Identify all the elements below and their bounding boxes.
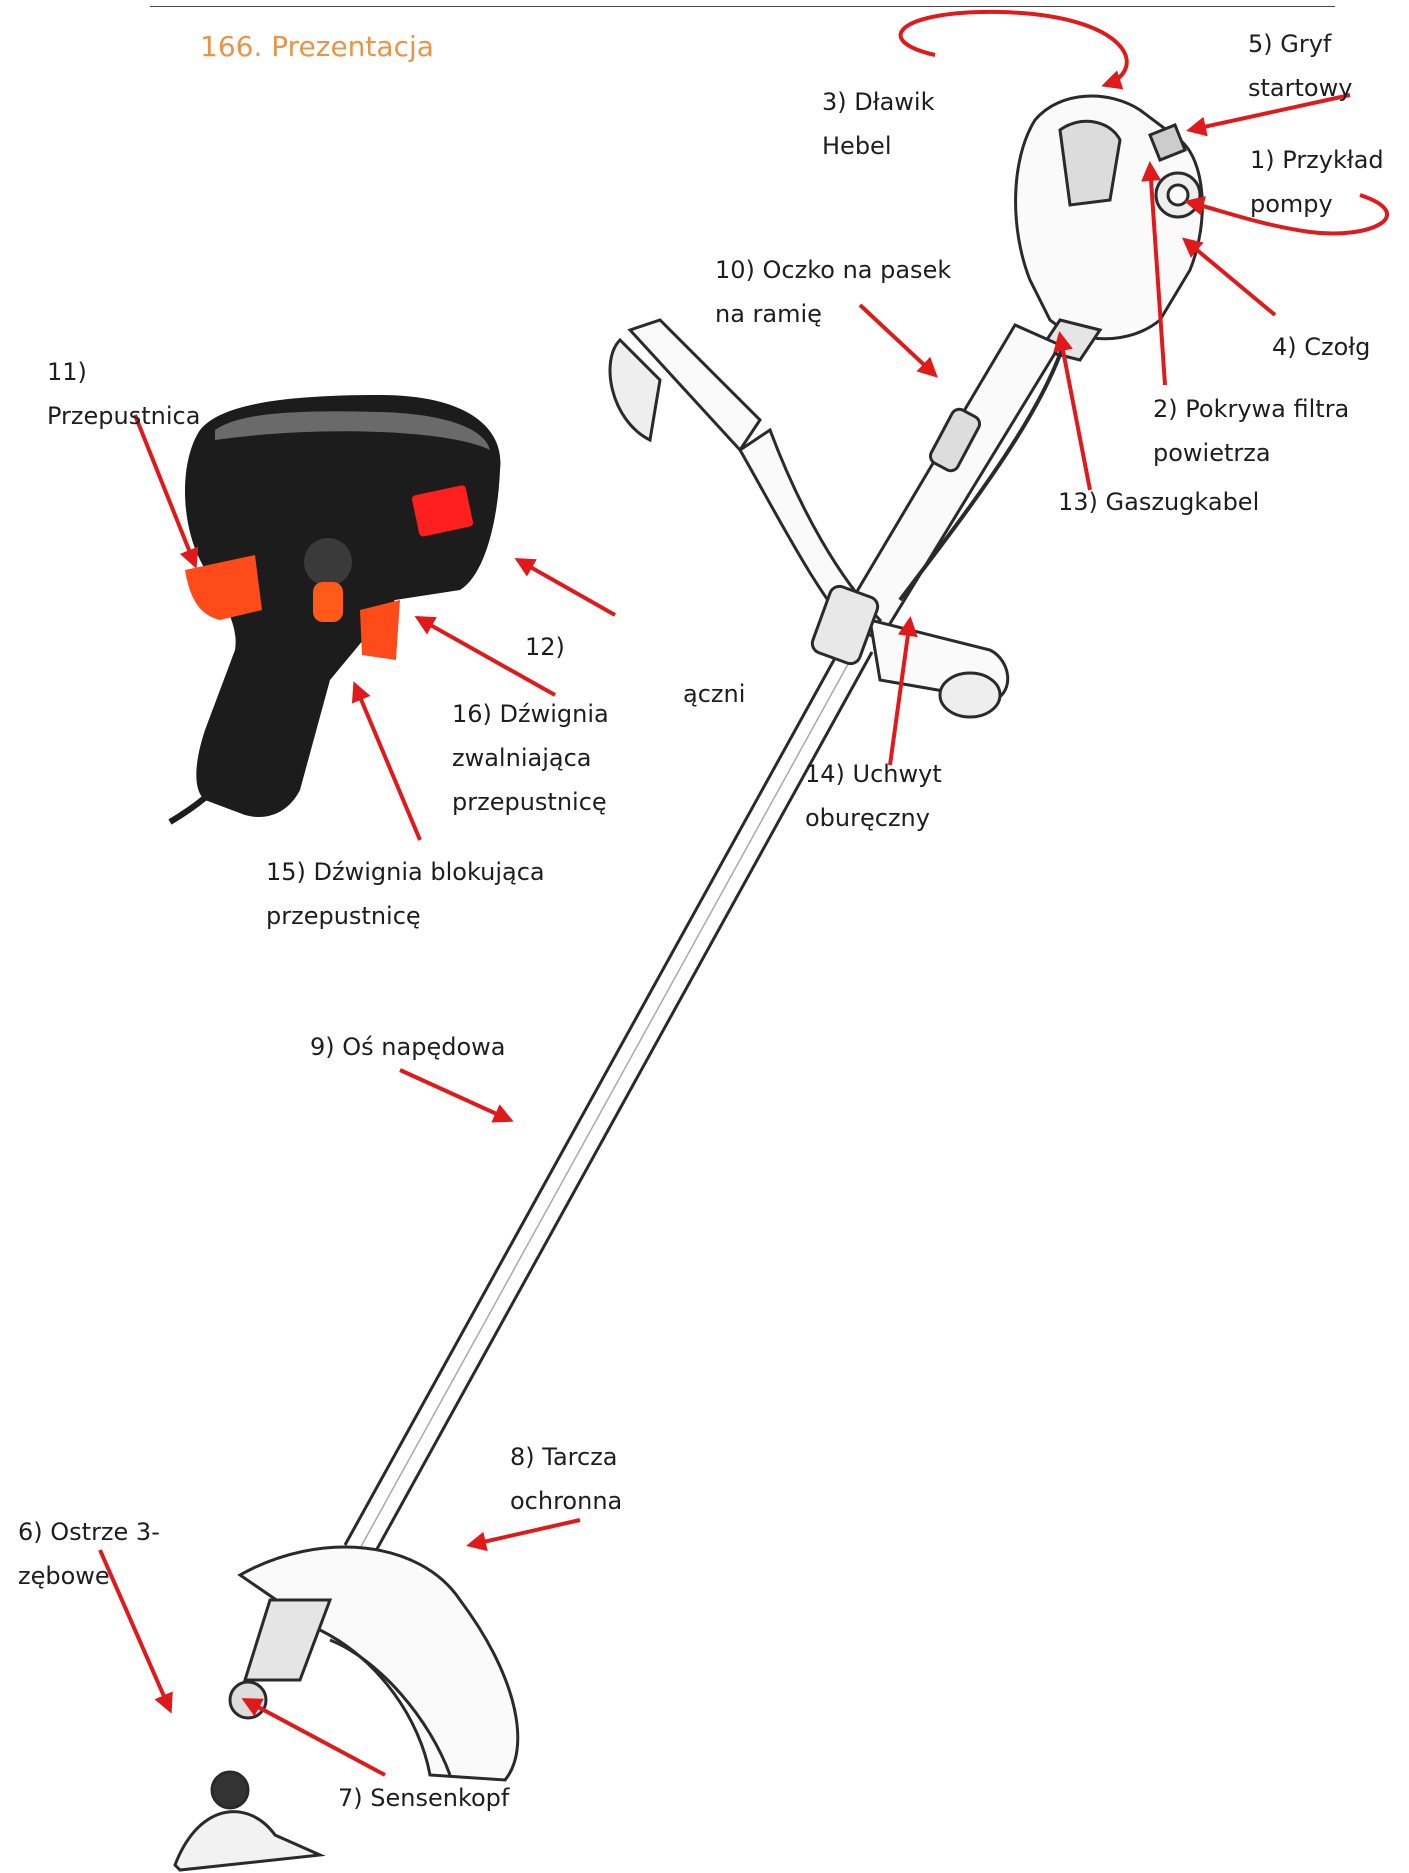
label-7-trimmer-head: 7) Sensenkopf — [338, 1784, 510, 1812]
label-12-switch-fragment: ączni — [683, 680, 746, 708]
label-4-tank: 4) Czołg — [1272, 333, 1371, 361]
throttle-handle-inset — [168, 395, 501, 825]
top-rule — [150, 6, 1335, 7]
label-13-throttle-cable: 13) Gaszugkabel — [1058, 488, 1260, 516]
label-11-throttle: 11)Przepustnica — [47, 358, 201, 430]
guard-and-head — [173, 1545, 520, 1872]
label-9-drive-shaft: 9) Oś napędowa — [310, 1033, 506, 1061]
page-title: 166. Prezentacja — [200, 30, 434, 63]
label-12-switch: 12) — [525, 633, 565, 661]
label-6-three-tooth-blade: 6) Ostrze 3-zębowe — [18, 1518, 160, 1590]
upper-tube — [837, 323, 1067, 642]
two-hand-handle — [608, 318, 1010, 719]
drive-shaft — [343, 639, 874, 1559]
engine-unit — [1014, 94, 1204, 362]
callout-arrows — [98, 9, 1389, 1777]
